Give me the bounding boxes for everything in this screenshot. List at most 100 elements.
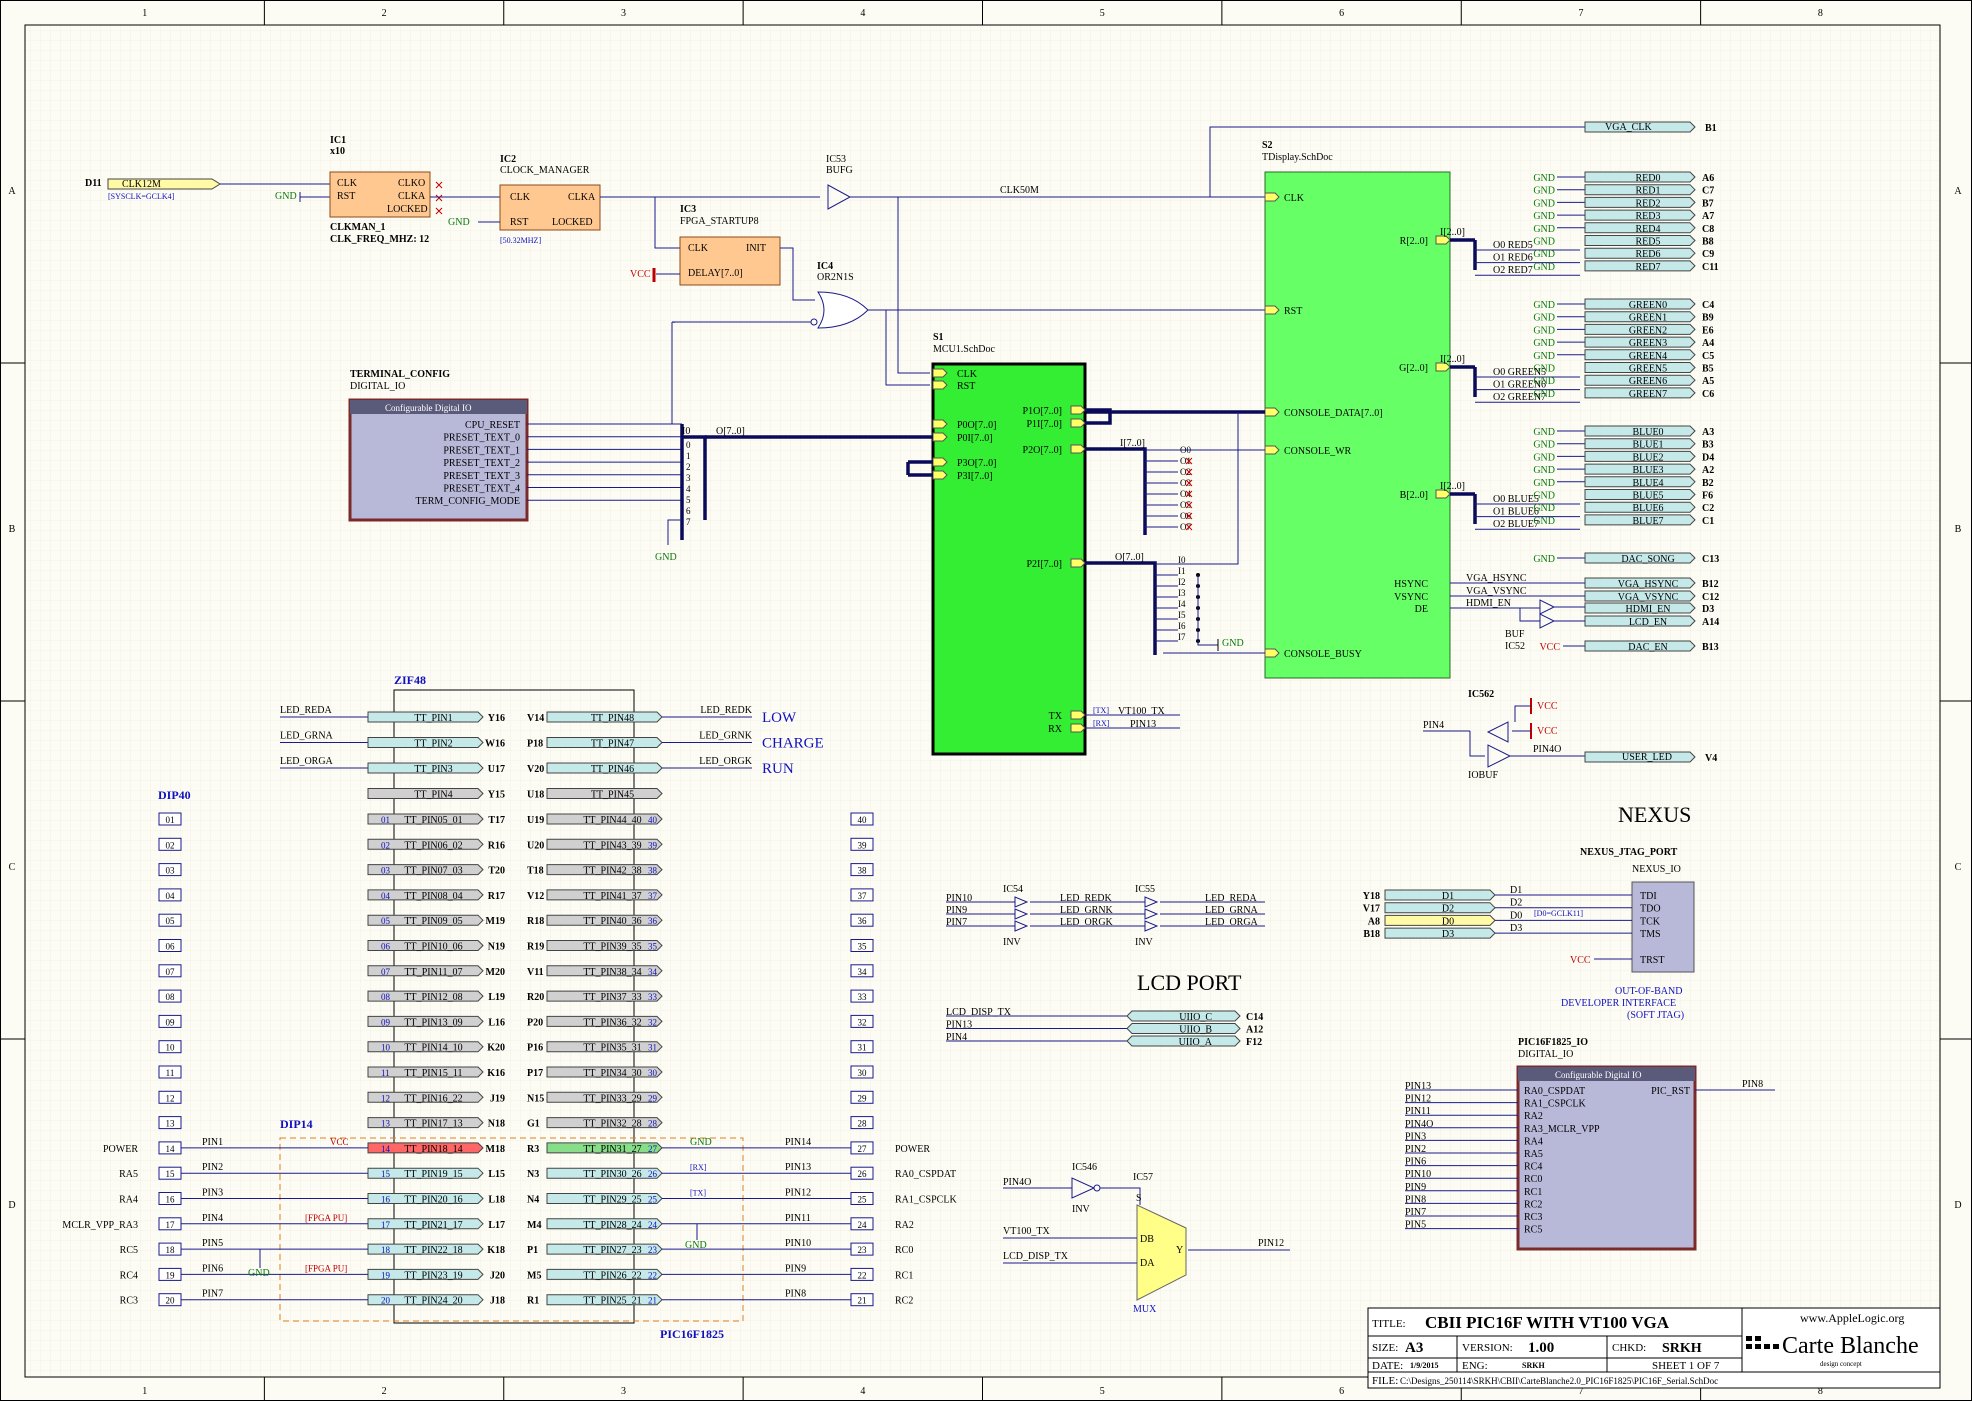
zif-rport-1[interactable] [546,737,663,748]
dip-lport-12[interactable] [367,1117,484,1129]
inv-ic54-0[interactable] [1014,896,1029,908]
dip-rport-8[interactable] [546,1015,663,1027]
dip-left-box-8[interactable] [158,1014,182,1028]
dip-lport-17[interactable] [367,1243,484,1255]
dip-right-box-9[interactable] [850,1040,874,1054]
red-port-4[interactable] [1584,222,1696,234]
dip-left-box-10[interactable] [158,1065,182,1079]
dip-rport-0[interactable] [546,813,663,825]
dip-lport-19[interactable] [367,1294,484,1306]
sync-port-2[interactable] [1584,602,1696,614]
inv-ic55-2[interactable] [1144,920,1159,932]
red-port-7[interactable] [1584,260,1696,272]
zif-rport-0[interactable] [546,711,663,723]
inv-ic54-2[interactable] [1014,920,1029,932]
ic3-fpga-startup[interactable] [679,236,781,286]
blue-port-6[interactable] [1584,501,1696,513]
dip-rport-5[interactable] [546,940,663,951]
dip-lport-15[interactable] [367,1193,484,1204]
lcd-port-1[interactable] [1126,1023,1241,1034]
dip-right-box-4[interactable] [850,913,874,927]
dip-left-box-6[interactable] [158,964,182,978]
blue-port-2[interactable] [1584,450,1696,462]
dip-right-box-7[interactable] [850,989,874,1003]
dip-right-box-1[interactable] [850,837,874,851]
dip-rport-6[interactable] [546,965,663,977]
blue-port-7[interactable] [1584,514,1696,526]
blue-port-4[interactable] [1584,476,1696,488]
terminal-config-component[interactable] [348,398,529,522]
dip-left-box-2[interactable] [158,863,182,877]
dip-lport-13[interactable] [367,1142,484,1154]
dip-lport-9[interactable] [367,1041,484,1053]
dip-lport-7[interactable] [367,990,484,1002]
bufg-buffer[interactable] [827,184,852,210]
blue-port-1[interactable] [1584,438,1696,450]
picio-component[interactable] [1516,1065,1697,1251]
dip-lport-5[interactable] [367,940,484,951]
dip-lport-8[interactable] [367,1015,484,1027]
dip-left-box-3[interactable] [158,888,182,902]
iobuf-out-buffer[interactable] [1487,744,1512,768]
dip-rport-11[interactable] [546,1091,663,1103]
s2-tdisplay-sheet[interactable] [1264,171,1451,679]
zif-rport-3[interactable] [546,788,663,799]
ic2-clock-manager[interactable] [499,184,601,231]
dip-left-box-1[interactable] [158,837,182,851]
red-port-3[interactable] [1584,209,1696,221]
dip-lport-11[interactable] [367,1091,484,1103]
dip-lport-2[interactable] [367,864,484,876]
dac-song-port[interactable] [1584,552,1696,564]
ic1-clkman[interactable] [329,171,431,218]
mux-block[interactable] [1136,1204,1187,1301]
dip-left-box-0[interactable] [158,812,182,826]
buf-hdmi[interactable] [1539,599,1556,615]
inv-ic55-0[interactable] [1144,896,1159,908]
dip-lport-3[interactable] [367,889,484,901]
zif-lport-1[interactable] [367,737,484,748]
sync-port-0[interactable] [1584,577,1696,589]
zif-rport-2[interactable] [546,762,663,774]
blue-port-5[interactable] [1584,489,1696,500]
dip-right-box-5[interactable] [850,939,874,952]
lcd-port-2[interactable] [1126,1035,1241,1047]
inv-ic546[interactable] [1071,1177,1096,1199]
dip-lport-10[interactable] [367,1066,484,1078]
green-port-4[interactable] [1584,349,1696,361]
dip-lport-0[interactable] [367,813,484,825]
nexus-jtag-component[interactable] [1631,881,1695,973]
dac-en-port[interactable] [1584,640,1696,652]
red-port-2[interactable] [1584,196,1696,208]
dip-lport-18[interactable] [367,1268,484,1280]
user-led-port[interactable] [1584,751,1696,763]
dip-rport-13[interactable] [546,1142,663,1154]
dip-right-box-2[interactable] [850,863,874,877]
green-port-6[interactable] [1584,374,1696,386]
dip-left-box-11[interactable] [158,1090,182,1104]
dip-right-box-10[interactable] [850,1065,874,1079]
dip-rport-3[interactable] [546,889,663,901]
red-port-5[interactable] [1584,235,1696,246]
dip-rport-4[interactable] [546,914,663,926]
dip-left-box-9[interactable] [158,1040,182,1054]
nexus-port-2[interactable] [1384,914,1496,926]
vga-clk-port[interactable] [1584,121,1696,133]
s1-mcu-sheet[interactable] [931,362,1087,756]
dip-left-box-5[interactable] [158,939,182,952]
sync-port-1[interactable] [1584,590,1696,602]
dip-rport-14[interactable] [546,1167,663,1179]
dip-right-box-6[interactable] [850,964,874,978]
dip-right-box-11[interactable] [850,1090,874,1104]
zif-lport-2[interactable] [367,762,484,774]
dip-right-box-12[interactable] [850,1116,874,1130]
dip-lport-16[interactable] [367,1218,484,1230]
dip-rport-9[interactable] [546,1041,663,1053]
dip-rport-17[interactable] [546,1243,663,1255]
nexus-port-0[interactable] [1384,889,1496,901]
green-port-5[interactable] [1584,362,1696,373]
green-port-2[interactable] [1584,323,1696,335]
dip-lport-14[interactable] [367,1167,484,1179]
blue-port-3[interactable] [1584,463,1696,475]
dip-right-box-0[interactable] [850,812,874,826]
green-port-7[interactable] [1584,387,1696,399]
